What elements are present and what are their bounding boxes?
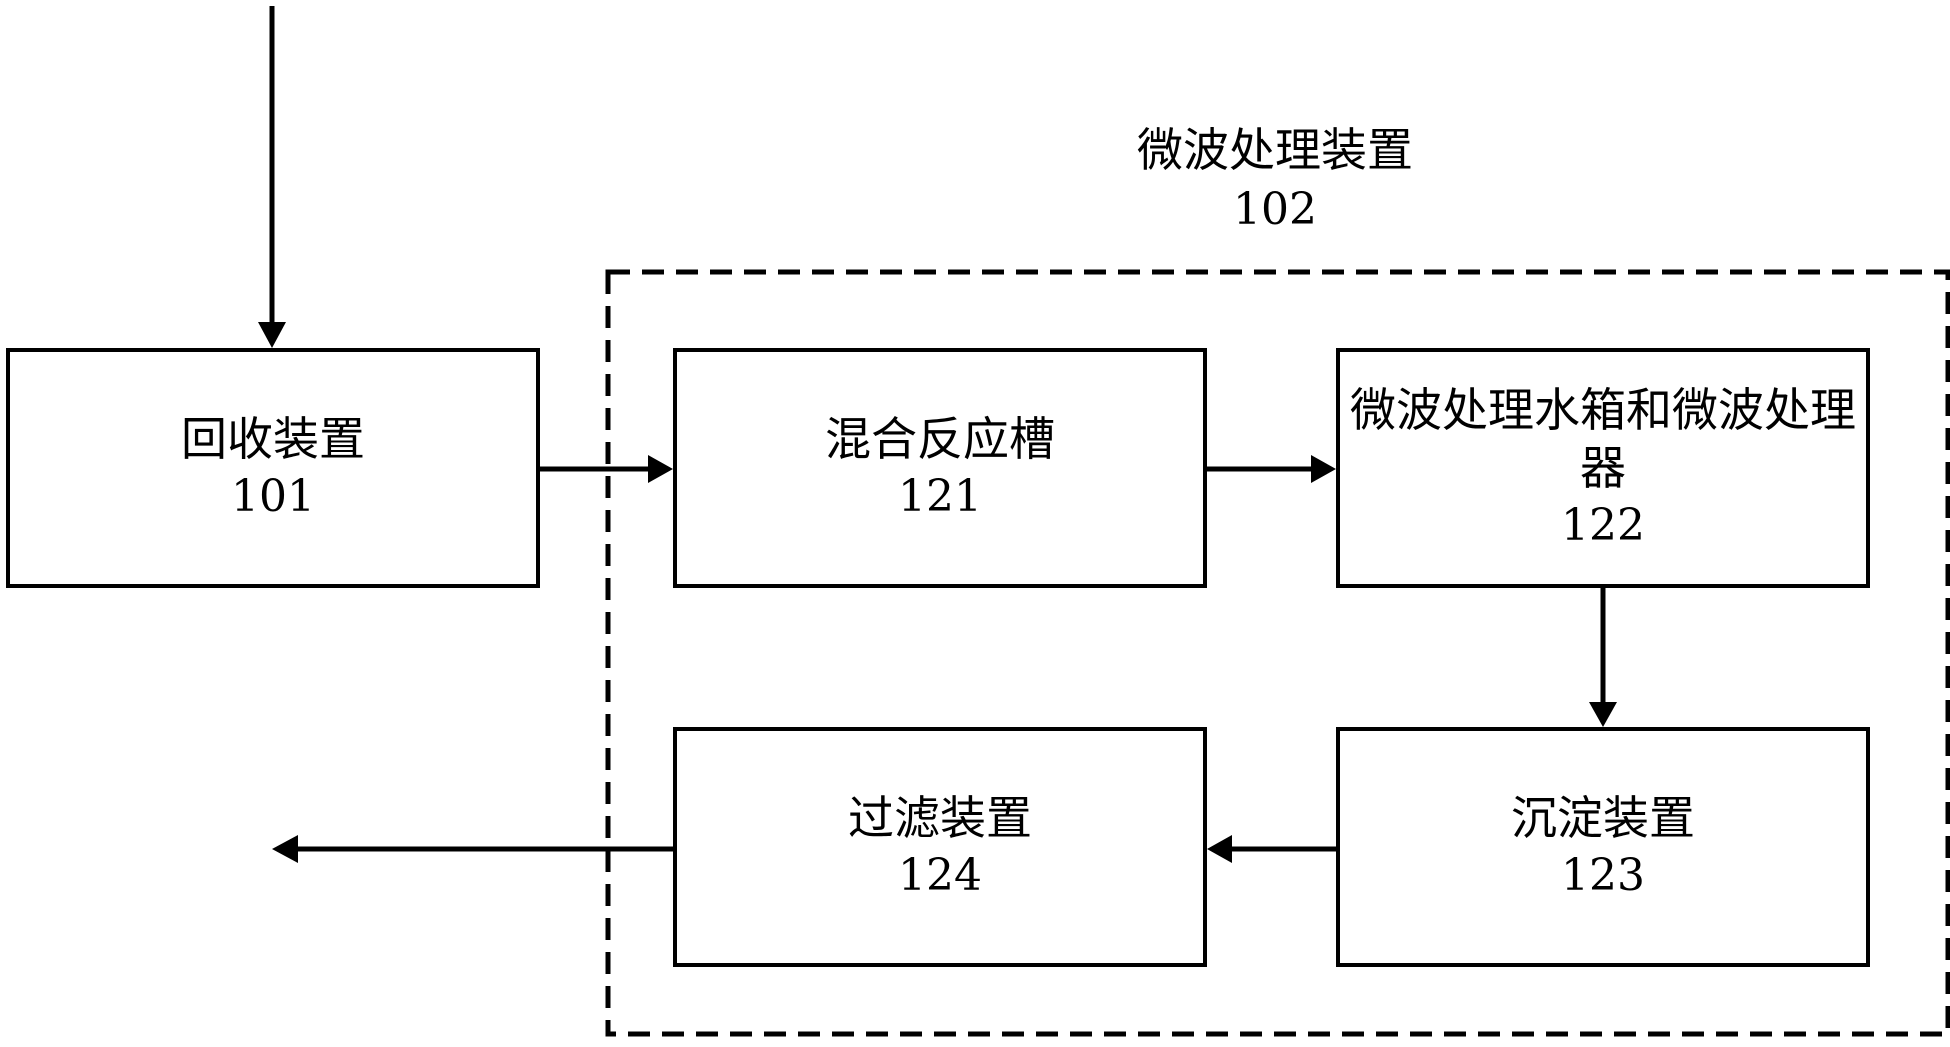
group-label-102: 微波处理装置 102 <box>1075 120 1475 240</box>
node-122-name: 微波处理水箱和微波处理器 <box>1350 383 1856 495</box>
node-121-number: 121 <box>898 471 982 522</box>
node-122-number: 122 <box>1561 500 1645 551</box>
node-101-number: 101 <box>231 471 315 522</box>
node-123-name: 沉淀装置 <box>1511 791 1695 845</box>
node-123-number: 123 <box>1561 850 1645 901</box>
node-121-name: 混合反应槽 <box>825 412 1055 466</box>
arrowhead-121-to-122 <box>1311 455 1336 483</box>
node-121-mixing-tank: 混合反应槽 121 <box>673 348 1207 588</box>
group-title: 微波处理装置 <box>1137 123 1413 177</box>
arrowhead-123-to-124 <box>1207 835 1232 863</box>
arrowhead-122-to-123 <box>1589 702 1617 727</box>
node-101-name: 回收装置 <box>181 412 365 466</box>
node-122-microwave-unit: 微波处理水箱和微波处理器 122 <box>1336 348 1870 588</box>
node-124-number: 124 <box>898 850 982 901</box>
group-boundary-102 <box>605 269 1950 1037</box>
node-123-settling-device: 沉淀装置 123 <box>1336 727 1870 967</box>
output-arrowhead <box>272 835 298 863</box>
node-101-recovery-device: 回收装置 101 <box>6 348 540 588</box>
group-number: 102 <box>1233 184 1317 235</box>
arrowhead-101-to-121 <box>648 455 673 483</box>
node-124-filter-device: 过滤装置 124 <box>673 727 1207 967</box>
node-124-name: 过滤装置 <box>848 791 1032 845</box>
input-arrowhead <box>258 322 286 348</box>
